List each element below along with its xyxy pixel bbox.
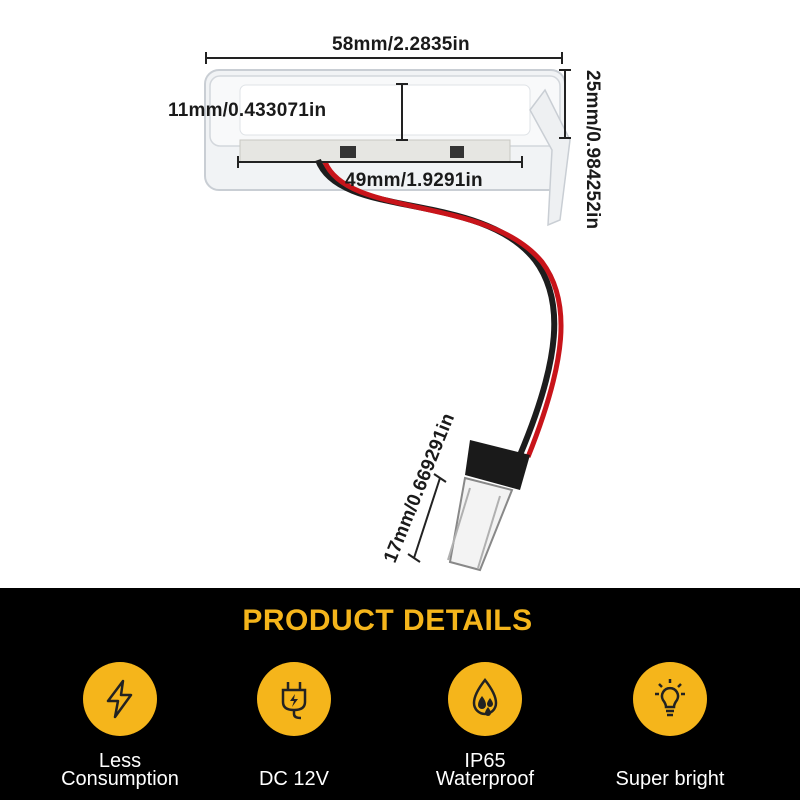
- depth-dimension-label: 11mm/0.433071in: [168, 100, 327, 121]
- light-bulb-icon: [655, 679, 685, 717]
- height-dimension-label: 25mm/0.984252in: [582, 70, 603, 230]
- lamp-housing: [204, 69, 571, 227]
- feature-icon-circle: [633, 662, 707, 736]
- inner-width-dimension-label: 49mm/1.9291in: [345, 170, 483, 191]
- power-plug-icon: [281, 682, 307, 720]
- feature-icon-circle: [83, 662, 157, 736]
- led-lamp-illustration: [204, 52, 571, 572]
- feature-label-line2: Super bright: [615, 768, 725, 790]
- feature-label-line2: Consumption: [61, 768, 179, 790]
- dimension-lines: [205, 52, 571, 563]
- water-drops-icon: [472, 677, 498, 716]
- feature-less-consumption: Less Consumption: [30, 662, 210, 789]
- feature-label-line1: Less: [98, 750, 142, 772]
- feature-label-line1: IP65: [464, 750, 506, 772]
- product-details-panel: PRODUCT DETAILS Less Consumption DC 12V: [0, 588, 800, 800]
- width-dimension-label: 58mm/2.2835in: [332, 34, 470, 55]
- feature-super-bright: Super bright: [580, 662, 760, 789]
- feature-ip65-waterproof: IP65 Waterproof: [395, 662, 575, 789]
- feature-icon-circle: [257, 662, 331, 736]
- feature-label-line2: DC 12V: [258, 768, 330, 790]
- t10-plug: [447, 440, 530, 572]
- product-details-title: PRODUCT DETAILS: [242, 604, 533, 637]
- feature-dc-12v: DC 12V: [204, 662, 384, 789]
- product-image-area: 58mm/2.2835in 11mm/0.433071in 49mm/1.929…: [168, 34, 603, 572]
- feature-label-line2: Waterproof: [435, 768, 535, 790]
- wires: [315, 158, 564, 458]
- feature-icon-circle: [448, 662, 522, 736]
- lightning-bolt-icon: [106, 679, 133, 719]
